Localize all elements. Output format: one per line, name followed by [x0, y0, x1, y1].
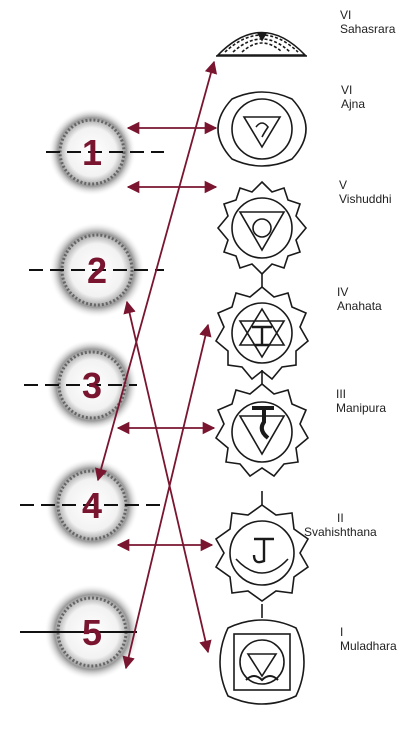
chakra-label-ajna: VI Ajna: [341, 83, 365, 111]
chakra-label-svahishthana: II Svahishthana: [304, 511, 377, 539]
navel-lotus-icon: [214, 370, 310, 478]
chakra-roman: I: [340, 625, 344, 639]
circle-number: 2: [87, 250, 107, 291]
root-lotus-icon: [219, 604, 305, 705]
arrow-4-sahasrara: [94, 60, 218, 482]
lotus-crown-icon: [216, 31, 307, 57]
connection-arrows: [94, 60, 218, 670]
chakra-symbols: [214, 31, 310, 705]
chakra-name: Manipura: [336, 401, 387, 415]
chakra-roman: VI: [341, 83, 353, 97]
chakra-name: Muladhara: [340, 639, 397, 653]
circle-4: 4: [20, 458, 162, 552]
circle-1: 1: [46, 108, 164, 196]
arrow-5-anahata: [122, 323, 212, 670]
chakra-roman: V: [339, 178, 348, 192]
chakra-label-vishuddhi: V Vishuddhi: [339, 178, 392, 206]
chakra-roman: IV: [337, 285, 349, 299]
chakra-name: Ajna: [341, 97, 366, 111]
chakra-name: Svahishthana: [304, 525, 377, 539]
chakra-label-manipura: III Manipura: [336, 387, 386, 415]
chakra-roman: III: [336, 387, 347, 401]
chakra-label-anahata: IV Anahata: [337, 285, 382, 313]
chakra-label-muladhara: I Muladhara: [340, 625, 397, 653]
circle-5: 5: [20, 584, 140, 680]
sacral-lotus-icon: [214, 491, 310, 602]
circle-2: 2: [29, 222, 164, 318]
chakra-roman: II: [337, 511, 344, 525]
chakra-roman: VI: [340, 8, 352, 22]
circle-number: 3: [82, 365, 102, 406]
circle-number: 5: [82, 612, 102, 653]
arrow-2-muladhara: [123, 300, 212, 654]
throat-lotus-icon: [216, 180, 308, 276]
heart-lotus-icon: [214, 273, 310, 381]
chakra-name: Sahasrara: [340, 22, 396, 36]
chakra-label-sahasrara: VI Sahasrara: [340, 8, 395, 36]
chakra-name: Anahata: [337, 299, 382, 313]
chakra-name: Vishuddhi: [339, 192, 392, 206]
two-petal-lotus-icon: [217, 91, 307, 167]
circle-3: 3: [24, 339, 138, 431]
circle-number: 1: [82, 132, 102, 173]
numbered-circles: 1 2 3 4 5: [20, 108, 164, 680]
circle-number: 4: [82, 485, 102, 526]
